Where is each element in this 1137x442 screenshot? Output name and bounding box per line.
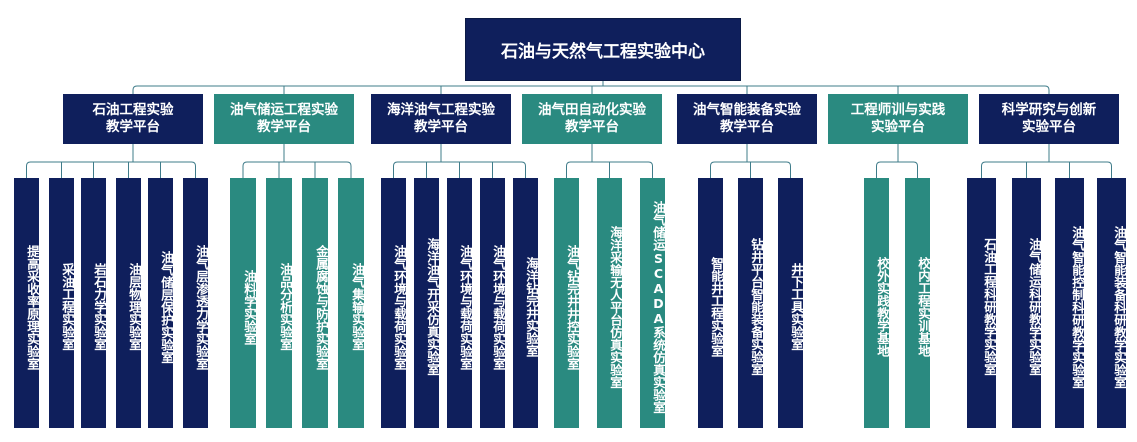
- branch-bar-p1: [26, 161, 196, 178]
- platform-p6: 工程师训与实践实验平台: [828, 94, 968, 144]
- platform-label-line: 实验平台: [871, 119, 925, 135]
- lab-node: 油气钻完井井控实验室: [554, 178, 580, 428]
- platform-label-line: 科学研究与创新: [1001, 102, 1097, 118]
- platform-label-line: 油气储运工程实验: [230, 102, 338, 118]
- lab-node: 提高采收率原理实验室: [14, 178, 40, 428]
- lab-node: 油气储层保护实验室: [148, 178, 174, 428]
- lab-node: 油气智能装备科研教学实验室: [1097, 178, 1127, 428]
- platform-label-line: 教学平台: [257, 119, 311, 135]
- root-node: 石油与天然气工程实验中心: [465, 18, 741, 81]
- platform-label-line: 油气田自动化实验: [538, 102, 646, 118]
- lab-node: 钻井平台智能装备实验室: [738, 178, 764, 428]
- lab-node: 采油工程实验室: [49, 178, 75, 428]
- platform-label: 科学研究与创新实验平台: [1002, 102, 1097, 136]
- lab-node: 油层物理实验室: [116, 178, 142, 428]
- lab-node: 智能井工程实验室: [698, 178, 724, 428]
- lab-node: 油气层渗透力学实验室: [183, 178, 209, 428]
- lab-node: 石油工程科研教学实验室: [967, 178, 997, 428]
- platform-label: 石油工程实验教学平台: [93, 102, 174, 136]
- lab-node: 海洋油气开采仿真实验室: [414, 178, 440, 428]
- branch-bar-p2: [242, 161, 352, 178]
- platform-p1: 石油工程实验教学平台: [63, 94, 203, 144]
- lab-node: 海洋钻完井实验室: [513, 178, 539, 428]
- lab-node: 校内工程实训基地: [905, 178, 931, 428]
- platform-label: 油气田自动化实验教学平台: [538, 102, 646, 136]
- lab-node: 海洋采输无人平台仿真实验室: [597, 178, 623, 428]
- platform-label-line: 教学平台: [720, 119, 774, 135]
- lab-node: 油气环境与载荷实验室: [447, 178, 473, 428]
- platform-label-line: 油气智能装备实验: [693, 102, 801, 118]
- platform-label-line: 教学平台: [565, 119, 619, 135]
- root-title: 石油与天然气工程实验中心: [501, 42, 705, 62]
- platform-label-line: 石油工程实验: [92, 102, 174, 118]
- lab-node: 油气环境与载荷实验室: [480, 178, 506, 428]
- platform-label-line: 海洋油气工程实验: [387, 102, 495, 118]
- lab-node: 油气智能控制科研教学实验室: [1055, 178, 1085, 428]
- platform-label-line: 工程师训与实践: [850, 102, 946, 118]
- branch-bar-p6: [876, 161, 918, 178]
- lab-node: 校外实践教学基地: [864, 178, 890, 428]
- lab-node: 油料学实验室: [230, 178, 257, 428]
- lab-node: 油气集输实验室: [338, 178, 365, 428]
- branch-bar-p7: [981, 161, 1112, 178]
- platform-label: 油气智能装备实验教学平台: [693, 102, 801, 136]
- platform-label-line: 教学平台: [414, 119, 468, 135]
- platform-label: 油气储运工程实验教学平台: [230, 102, 338, 136]
- platform-p3: 海洋油气工程实验教学平台: [371, 94, 511, 144]
- lab-node: 油气储运科研教学实验室: [1012, 178, 1042, 428]
- platform-label: 海洋油气工程实验教学平台: [387, 102, 495, 136]
- lab-node: 油气储运SCADA系统仿真实验室: [640, 178, 666, 428]
- lab-node: 油品分析实验室: [266, 178, 293, 428]
- platform-p4: 油气田自动化实验教学平台: [522, 94, 662, 144]
- lab-node: 岩石力学实验室: [81, 178, 107, 428]
- platform-p5: 油气智能装备实验教学平台: [677, 94, 817, 144]
- lab-node: 油气环境与载荷实验室: [381, 178, 407, 428]
- hub-connector: [132, 85, 1050, 94]
- platform-label-line: 教学平台: [106, 119, 160, 135]
- platform-label-line: 实验平台: [1022, 119, 1076, 135]
- platform-label: 工程师训与实践实验平台: [851, 102, 946, 136]
- platform-p7: 科学研究与创新实验平台: [979, 94, 1119, 144]
- lab-node: 井下工具实验室: [778, 178, 804, 428]
- platform-p2: 油气储运工程实验教学平台: [214, 94, 354, 144]
- lab-node: 金属腐蚀与防护实验室: [302, 178, 329, 428]
